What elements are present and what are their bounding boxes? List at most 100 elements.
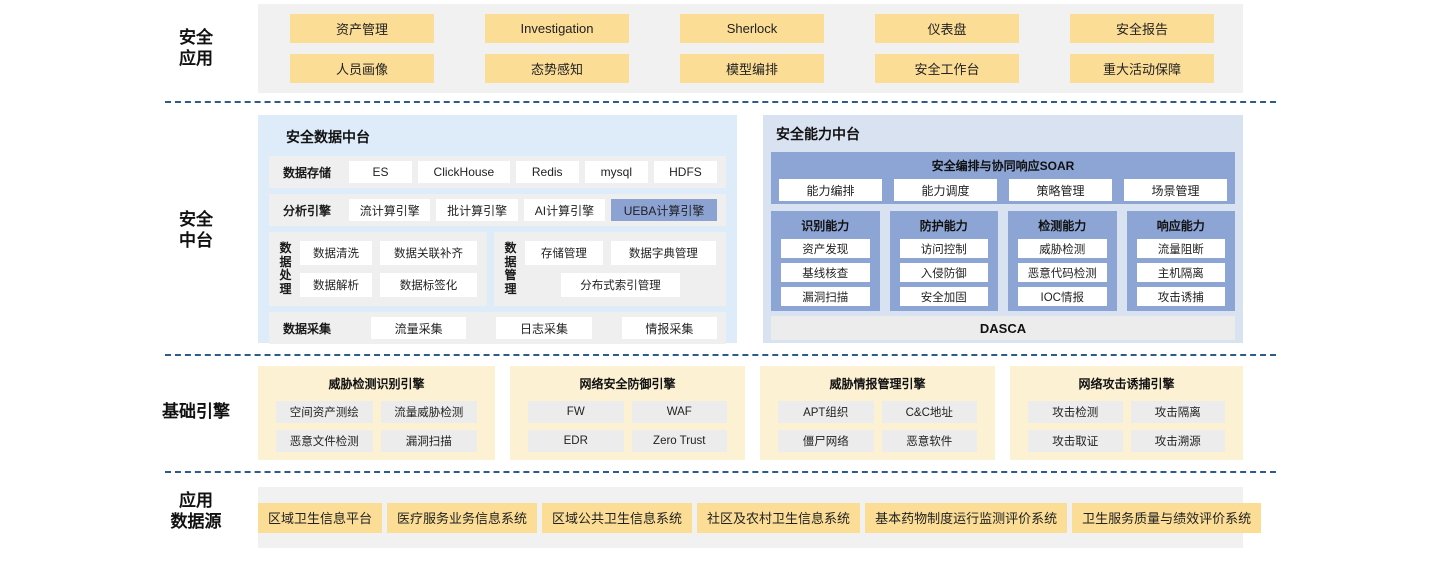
data-processing-grid: 数据清洗 数据关联补齐 数据解析 数据标签化 xyxy=(300,241,477,297)
engine-block-zero-trust: Zero Trust xyxy=(631,430,727,452)
capability-column-detect: 检测能力 威胁检测 恶意代码检测 IOC情报 xyxy=(1008,211,1117,311)
engine-block-malicious-file-detection: 恶意文件检测 xyxy=(276,430,373,452)
app-block-investigation: Investigation xyxy=(485,14,629,43)
capability-platform-title: 安全能力中台 xyxy=(776,126,860,142)
soar-block-capability-scheduling: 能力调度 xyxy=(894,179,997,201)
data-management-panel: 数据管理 存储管理 数据字典管理 分布式索引管理 xyxy=(494,232,726,306)
engine-block-attack-forensics: 攻击取证 xyxy=(1028,430,1123,452)
data-collection-row: 数据采集 流量采集 日志采集 情报采集 xyxy=(269,312,726,344)
engine-block-waf: WAF xyxy=(631,401,727,423)
layer-label-data-sources: 应用 数据源 xyxy=(140,490,252,532)
security-apps-row-2: 人员画像 态势感知 模型编排 安全工作台 重大活动保障 xyxy=(258,54,1243,83)
capability-block-intrusion-prevention: 入侵防御 xyxy=(899,263,988,282)
app-block-security-workbench: 安全工作台 xyxy=(875,54,1019,83)
storage-block-clickhouse: ClickHouse xyxy=(418,161,510,183)
app-block-dashboard: 仪表盘 xyxy=(875,14,1019,43)
storage-block-es: ES xyxy=(349,161,413,183)
engine-panel-network-defense: 网络安全防御引擎 FW WAF EDR Zero Trust xyxy=(510,366,745,460)
analysis-block-stream: 流计算引擎 xyxy=(349,199,431,221)
management-block-dictionary: 数据字典管理 xyxy=(610,241,716,265)
security-apps-row-1: 资产管理 Investigation Sherlock 仪表盘 安全报告 xyxy=(258,14,1243,43)
data-processing-panel: 数据处理 数据清洗 数据关联补齐 数据解析 数据标签化 xyxy=(269,232,487,306)
engine-block-vuln-scan: 漏洞扫描 xyxy=(380,430,477,452)
data-processing-label: 数据处理 xyxy=(279,241,292,296)
management-block-distributed-index: 分布式索引管理 xyxy=(561,273,680,297)
soar-block-scene-mgmt: 场景管理 xyxy=(1124,179,1227,201)
data-platform-title: 安全数据中台 xyxy=(286,129,370,145)
app-block-major-event-support: 重大活动保障 xyxy=(1070,54,1214,83)
app-block-asset-mgmt: 资产管理 xyxy=(290,14,434,43)
management-block-storage: 存储管理 xyxy=(525,241,603,265)
data-sources-band: 区域卫生信息平台 医疗服务业务信息系统 区域公共卫生信息系统 社区及农村卫生信息… xyxy=(258,487,1262,548)
layer-label-base-engines: 基础引擎 xyxy=(162,402,230,421)
security-capability-platform-panel: 安全能力中台 安全编排与协同响应SOAR 能力编排 能力调度 策略管理 场景管理… xyxy=(763,115,1243,343)
soar-row: 能力编排 能力调度 策略管理 场景管理 xyxy=(779,179,1227,201)
collection-block-intel: 情报采集 xyxy=(621,317,717,339)
layer-separator-1 xyxy=(165,101,1276,103)
engine-block-space-asset-mapping: 空间资产测绘 xyxy=(276,401,373,423)
capability-block-baseline-check: 基线核查 xyxy=(781,263,870,282)
engine-block-edr: EDR xyxy=(528,430,624,452)
data-processing-management-row: 数据处理 数据清洗 数据关联补齐 数据解析 数据标签化 数据管理 存储管理 数据… xyxy=(269,232,726,306)
engine-title: 网络攻击诱捕引擎 xyxy=(1078,377,1175,391)
analysis-block-batch: 批计算引擎 xyxy=(436,199,518,221)
engine-grid: APT组织 C&C地址 僵尸网络 恶意软件 xyxy=(760,401,995,452)
capability-column-title: 响应能力 xyxy=(1156,219,1205,233)
analysis-engine-label: 分析引擎 xyxy=(283,203,332,218)
app-block-situation-awareness: 态势感知 xyxy=(485,54,629,83)
storage-block-mysql: mysql xyxy=(584,161,648,183)
engine-block-malware: 恶意软件 xyxy=(881,430,977,452)
capability-block-access-control: 访问控制 xyxy=(899,239,988,258)
engine-title: 网络安全防御引擎 xyxy=(579,377,676,391)
dasca-bar: DASCA xyxy=(771,316,1235,340)
analysis-block-ueba-highlighted: UEBA计算引擎 xyxy=(611,199,717,221)
analysis-engine-row: 分析引擎 流计算引擎 批计算引擎 AI计算引擎 UEBA计算引擎 xyxy=(269,194,726,226)
engine-panel-attack-decoy: 网络攻击诱捕引擎 攻击检测 攻击隔离 攻击取证 攻击溯源 xyxy=(1010,366,1243,460)
capability-block-traffic-block: 流量阻断 xyxy=(1136,239,1225,258)
processing-block-association: 数据关联补齐 xyxy=(379,241,477,265)
engine-grid: 空间资产测绘 流量威胁检测 恶意文件检测 漏洞扫描 xyxy=(258,401,495,452)
app-block-sherlock: Sherlock xyxy=(680,14,824,43)
processing-block-cleaning: 数据清洗 xyxy=(300,241,372,265)
data-collection-label: 数据采集 xyxy=(283,321,332,336)
security-apps-band: 资产管理 Investigation Sherlock 仪表盘 安全报告 人员画… xyxy=(258,4,1243,93)
engine-title: 威胁情报管理引擎 xyxy=(829,377,926,391)
engine-grid: FW WAF EDR Zero Trust xyxy=(510,401,745,452)
capability-block-threat-detection: 威胁检测 xyxy=(1018,239,1107,258)
collection-block-log: 日志采集 xyxy=(496,317,592,339)
soar-panel: 安全编排与协同响应SOAR 能力编排 能力调度 策略管理 场景管理 xyxy=(771,152,1235,204)
capability-column-respond: 响应能力 流量阻断 主机隔离 攻击诱捕 xyxy=(1126,211,1235,311)
capability-column-identify: 识别能力 资产发现 基线核查 漏洞扫描 xyxy=(771,211,880,311)
data-storage-label: 数据存储 xyxy=(283,165,332,180)
engine-block-apt-group: APT组织 xyxy=(778,401,874,423)
capability-block-malware-detection: 恶意代码检测 xyxy=(1018,263,1107,282)
layer-label-line: 安全 xyxy=(179,28,213,47)
data-storage-row: 数据存储 ES ClickHouse Redis mysql HDFS xyxy=(269,156,726,188)
soar-block-policy-mgmt: 策略管理 xyxy=(1009,179,1112,201)
capability-column-title: 检测能力 xyxy=(1038,219,1087,233)
engine-block-botnet: 僵尸网络 xyxy=(778,430,874,452)
engine-block-attack-isolation: 攻击隔离 xyxy=(1130,401,1225,423)
app-block-person-portrait: 人员画像 xyxy=(290,54,434,83)
collection-block-traffic: 流量采集 xyxy=(371,317,467,339)
layer-label-line: 安全 xyxy=(179,210,213,229)
source-block-community-rural-health-system: 社区及农村卫生信息系统 xyxy=(697,502,861,533)
layer-label-line: 应用 xyxy=(179,491,213,510)
capability-column-title: 防护能力 xyxy=(919,219,968,233)
capability-block-hardening: 安全加固 xyxy=(899,287,988,306)
engine-block-cc-address: C&C地址 xyxy=(881,401,977,423)
engine-block-traffic-threat-detection: 流量威胁检测 xyxy=(380,401,477,423)
source-block-regional-health-platform: 区域卫生信息平台 xyxy=(258,502,383,533)
capability-columns: 识别能力 资产发现 基线核查 漏洞扫描 防护能力 访问控制 入侵防御 安全加固 … xyxy=(771,211,1235,311)
capability-block-attack-decoy: 攻击诱捕 xyxy=(1136,287,1225,306)
engine-title: 威胁检测识别引擎 xyxy=(328,377,425,391)
data-management-label: 数据管理 xyxy=(504,241,517,296)
security-data-platform-panel: 安全数据中台 数据存储 ES ClickHouse Redis mysql HD… xyxy=(258,115,737,344)
engine-grid: 攻击检测 攻击隔离 攻击取证 攻击溯源 xyxy=(1010,401,1243,452)
capability-column-title: 识别能力 xyxy=(801,219,850,233)
layer-label-security-apps: 安全 应用 xyxy=(140,27,252,69)
data-management-grid: 存储管理 数据字典管理 分布式索引管理 xyxy=(525,241,716,297)
source-block-regional-public-health-system: 区域公共卫生信息系统 xyxy=(542,502,693,533)
engine-panel-threat-intel: 威胁情报管理引擎 APT组织 C&C地址 僵尸网络 恶意软件 xyxy=(760,366,995,460)
